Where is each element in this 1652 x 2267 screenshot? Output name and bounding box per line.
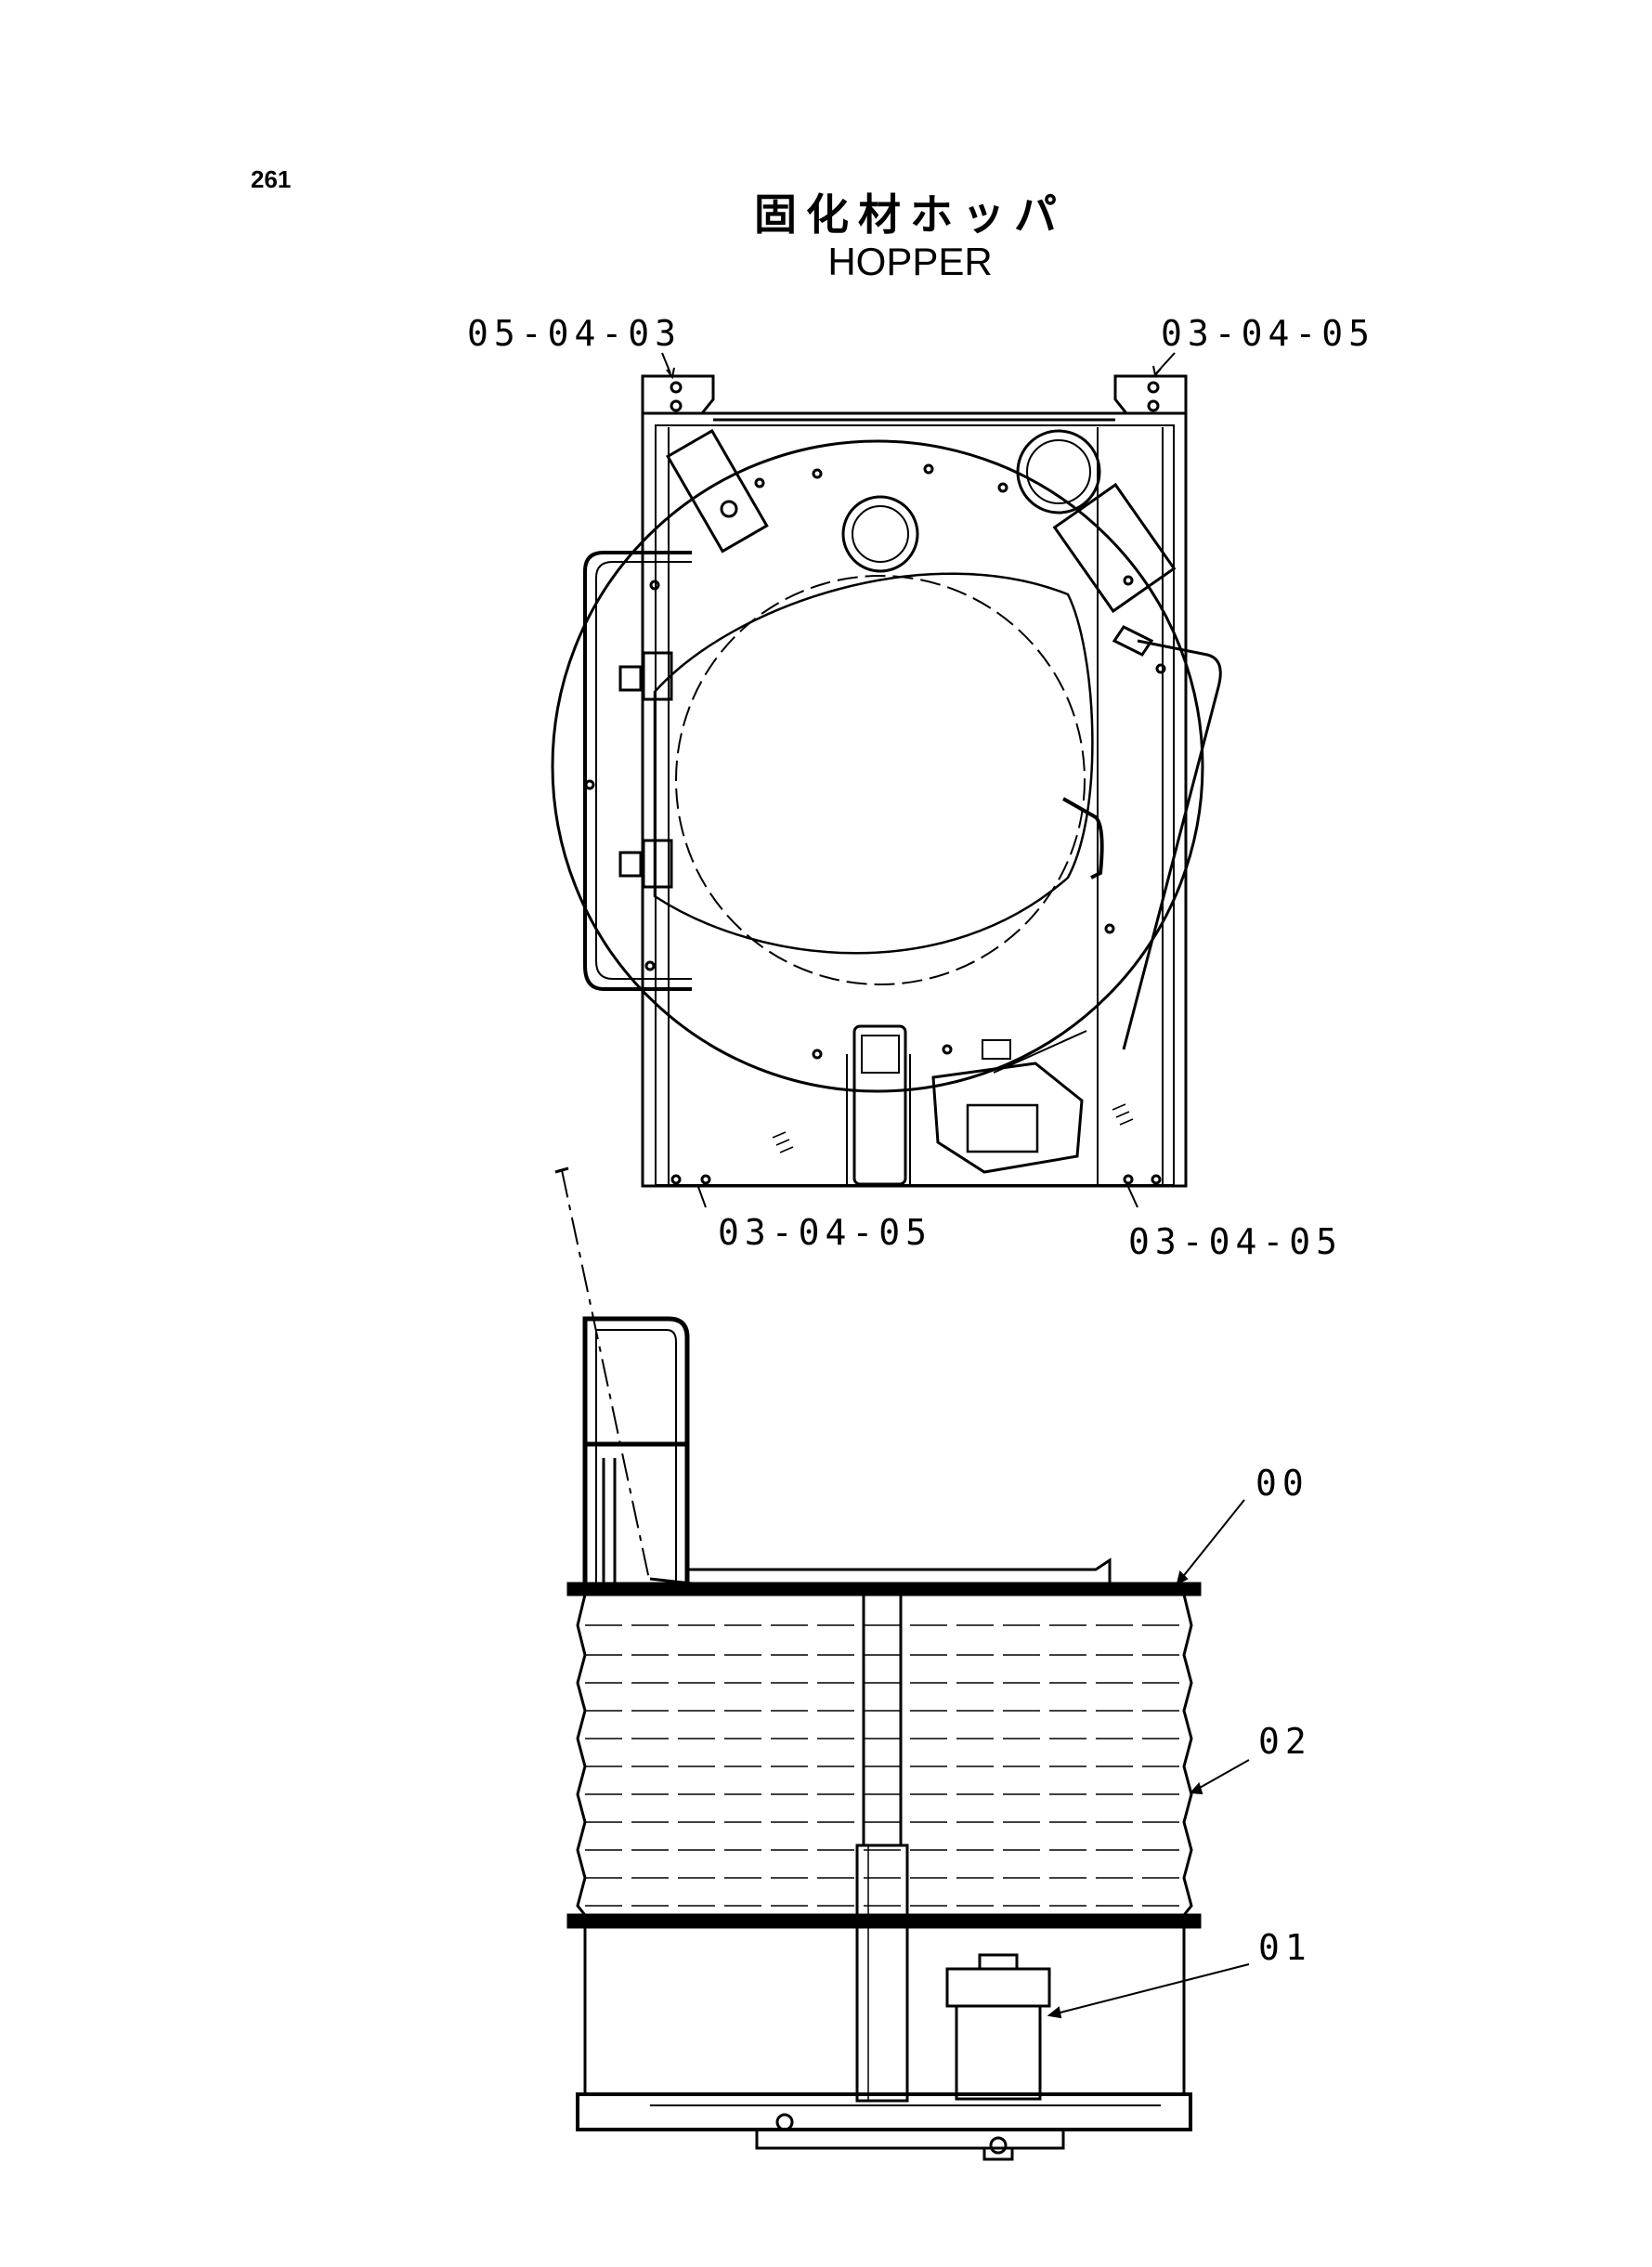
side-view-leaders xyxy=(1047,1499,1250,2019)
inner-body xyxy=(653,572,1094,955)
middle-band xyxy=(566,1913,1202,1929)
callout-top-right: 03-04-05 xyxy=(1161,313,1375,354)
page-number: 261 xyxy=(251,165,292,193)
bracket-right xyxy=(1113,374,1188,415)
bracket-left xyxy=(641,374,715,415)
title-japanese: 固化材ホッパ xyxy=(754,189,1066,240)
title-english: HOPPER xyxy=(827,240,993,283)
top-view xyxy=(551,374,1222,1188)
dashed-opening xyxy=(675,575,1086,985)
side-view xyxy=(554,1166,1202,2161)
hatch-plate-left xyxy=(666,428,769,554)
drive-motor xyxy=(945,1967,1051,2008)
callout-item-02: 02 xyxy=(1258,1721,1312,1762)
bellows xyxy=(576,1594,587,1916)
central-column xyxy=(862,1593,903,1847)
handrail-side-view xyxy=(582,1316,690,1583)
callout-item-01: 01 xyxy=(1258,1927,1312,1968)
top-plate xyxy=(566,1582,1202,1596)
callout-bottom-right: 03-04-05 xyxy=(1128,1221,1343,1262)
frame-inner xyxy=(655,424,1175,1186)
callout-bottom-left: 03-04-05 xyxy=(718,1212,932,1253)
callout-top-left: 05-04-03 xyxy=(467,313,682,354)
motor-housing xyxy=(931,1062,1084,1174)
handrail-top-view xyxy=(583,551,692,991)
top-view-leaders xyxy=(661,352,1176,1208)
bottom-bracket xyxy=(852,1024,907,1186)
hatch-plate-right xyxy=(1052,482,1177,614)
callout-item-00: 00 xyxy=(1255,1463,1309,1504)
frame-outer xyxy=(641,411,1188,1188)
turntable-disc xyxy=(551,439,1204,1093)
